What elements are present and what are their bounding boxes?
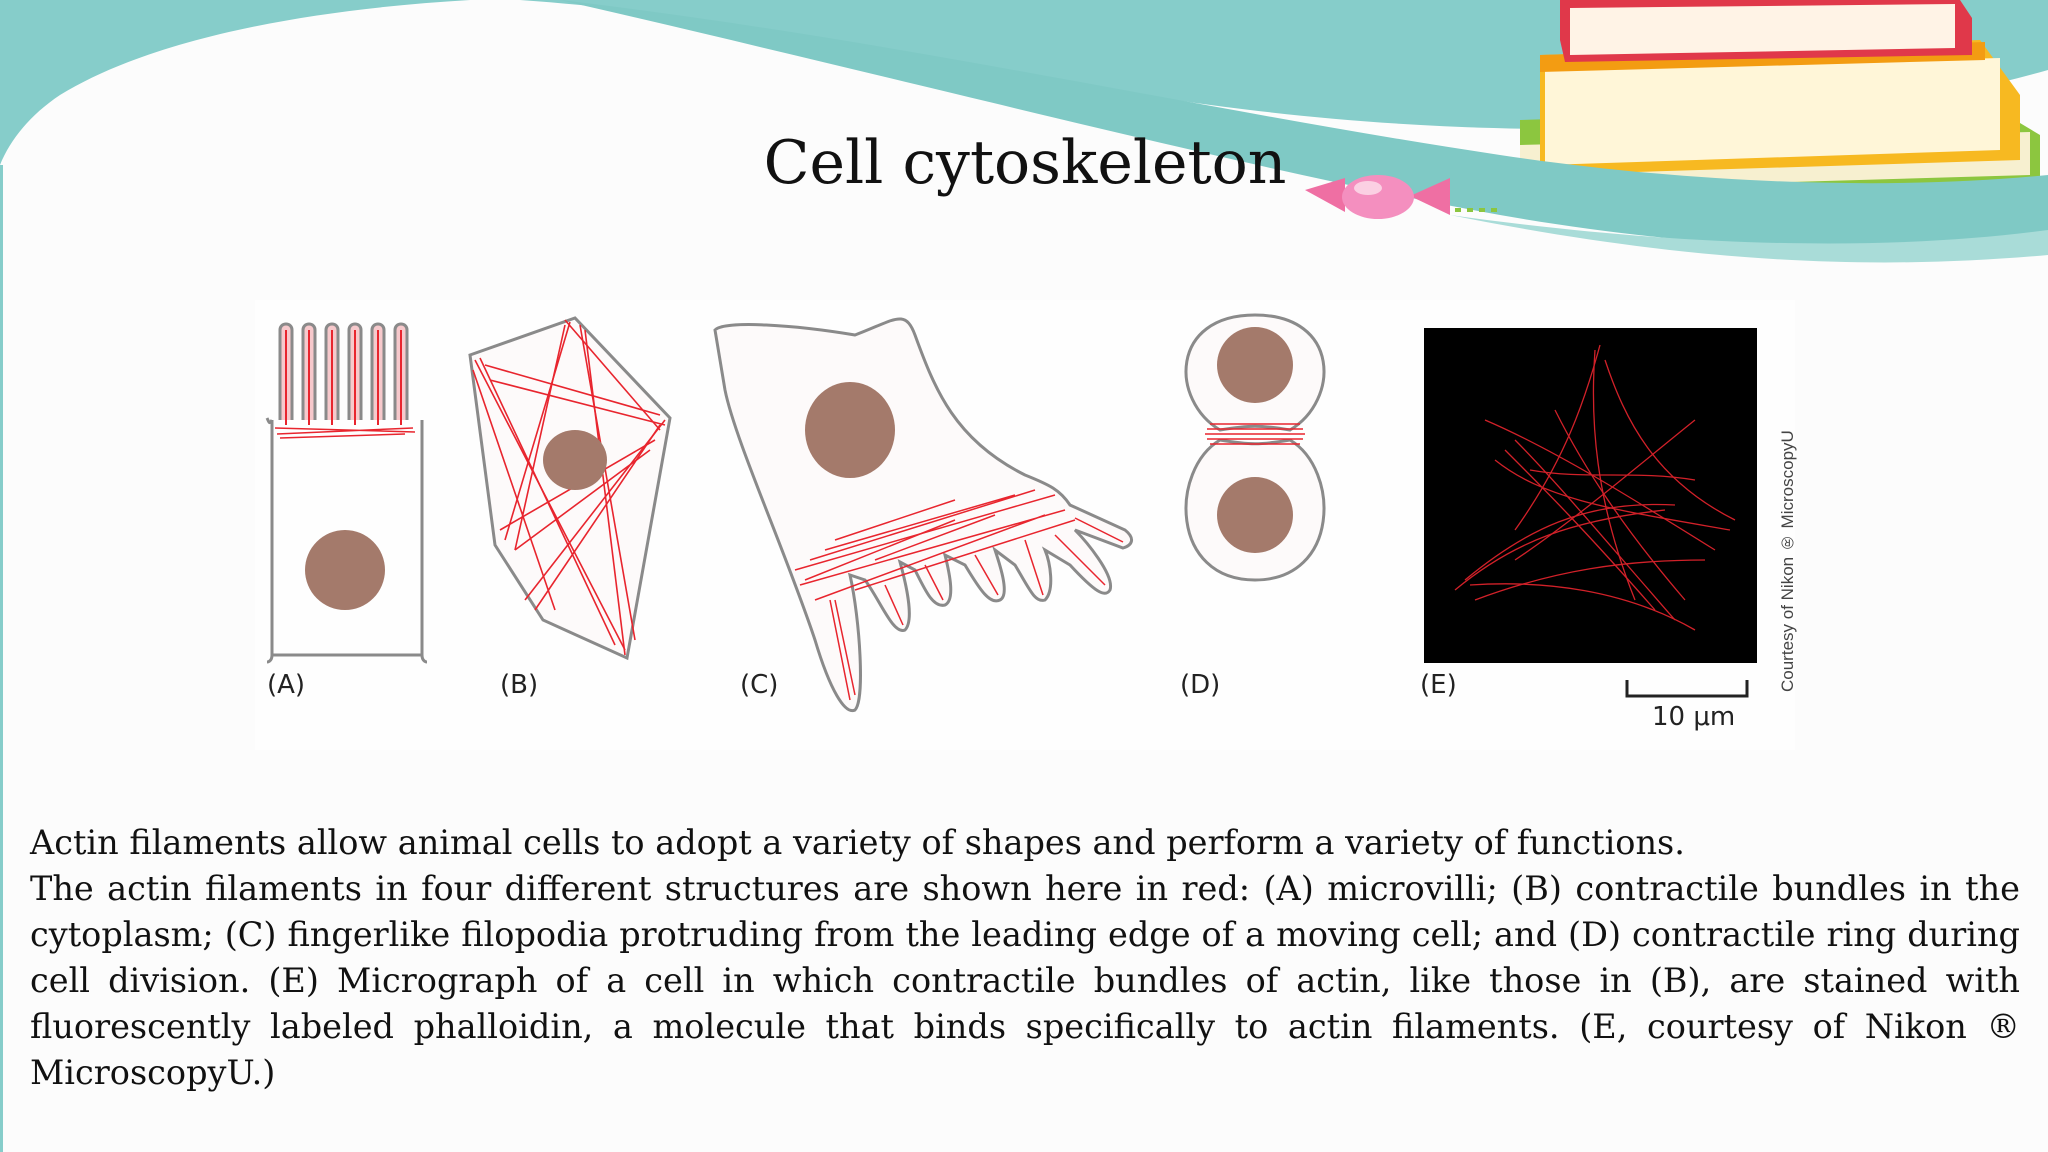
caption: Actin filaments allow animal cells to ad… [30,820,2020,1096]
caption-paragraph: The actin filaments in four different st… [30,869,2020,1092]
teal-border-left [0,165,3,1152]
panel-e-micrograph [1424,328,1757,663]
panel-label-c: (C) [740,670,779,700]
panel-label-b: (B) [500,670,539,700]
slide-title: Cell cytoskeleton [763,128,1287,198]
teal-swoosh-left [0,0,470,165]
panel-b-contractile-bundles-diagram [468,316,672,661]
scale-bar-label: 10 μm [1652,702,1736,732]
panel-c-filopodia-diagram [713,317,1133,713]
teal-swoosh-lower [560,0,2048,250]
teal-swoosh-accent [1450,215,2048,263]
panel-label-d: (D) [1180,670,1221,700]
caption-line-1: Actin filaments allow animal cells to ad… [30,823,1685,862]
panel-label-e: (E) [1420,670,1457,700]
scale-bar [1625,680,1749,698]
micrograph-credit: Courtesy of Nikon ® MicroscopyU [1778,430,1797,692]
panel-d-contractile-ring-diagram [1184,313,1326,582]
candy-icon [1305,175,1500,219]
panel-label-a: (A) [267,670,306,700]
panel-a-microvilli-diagram [265,322,428,664]
